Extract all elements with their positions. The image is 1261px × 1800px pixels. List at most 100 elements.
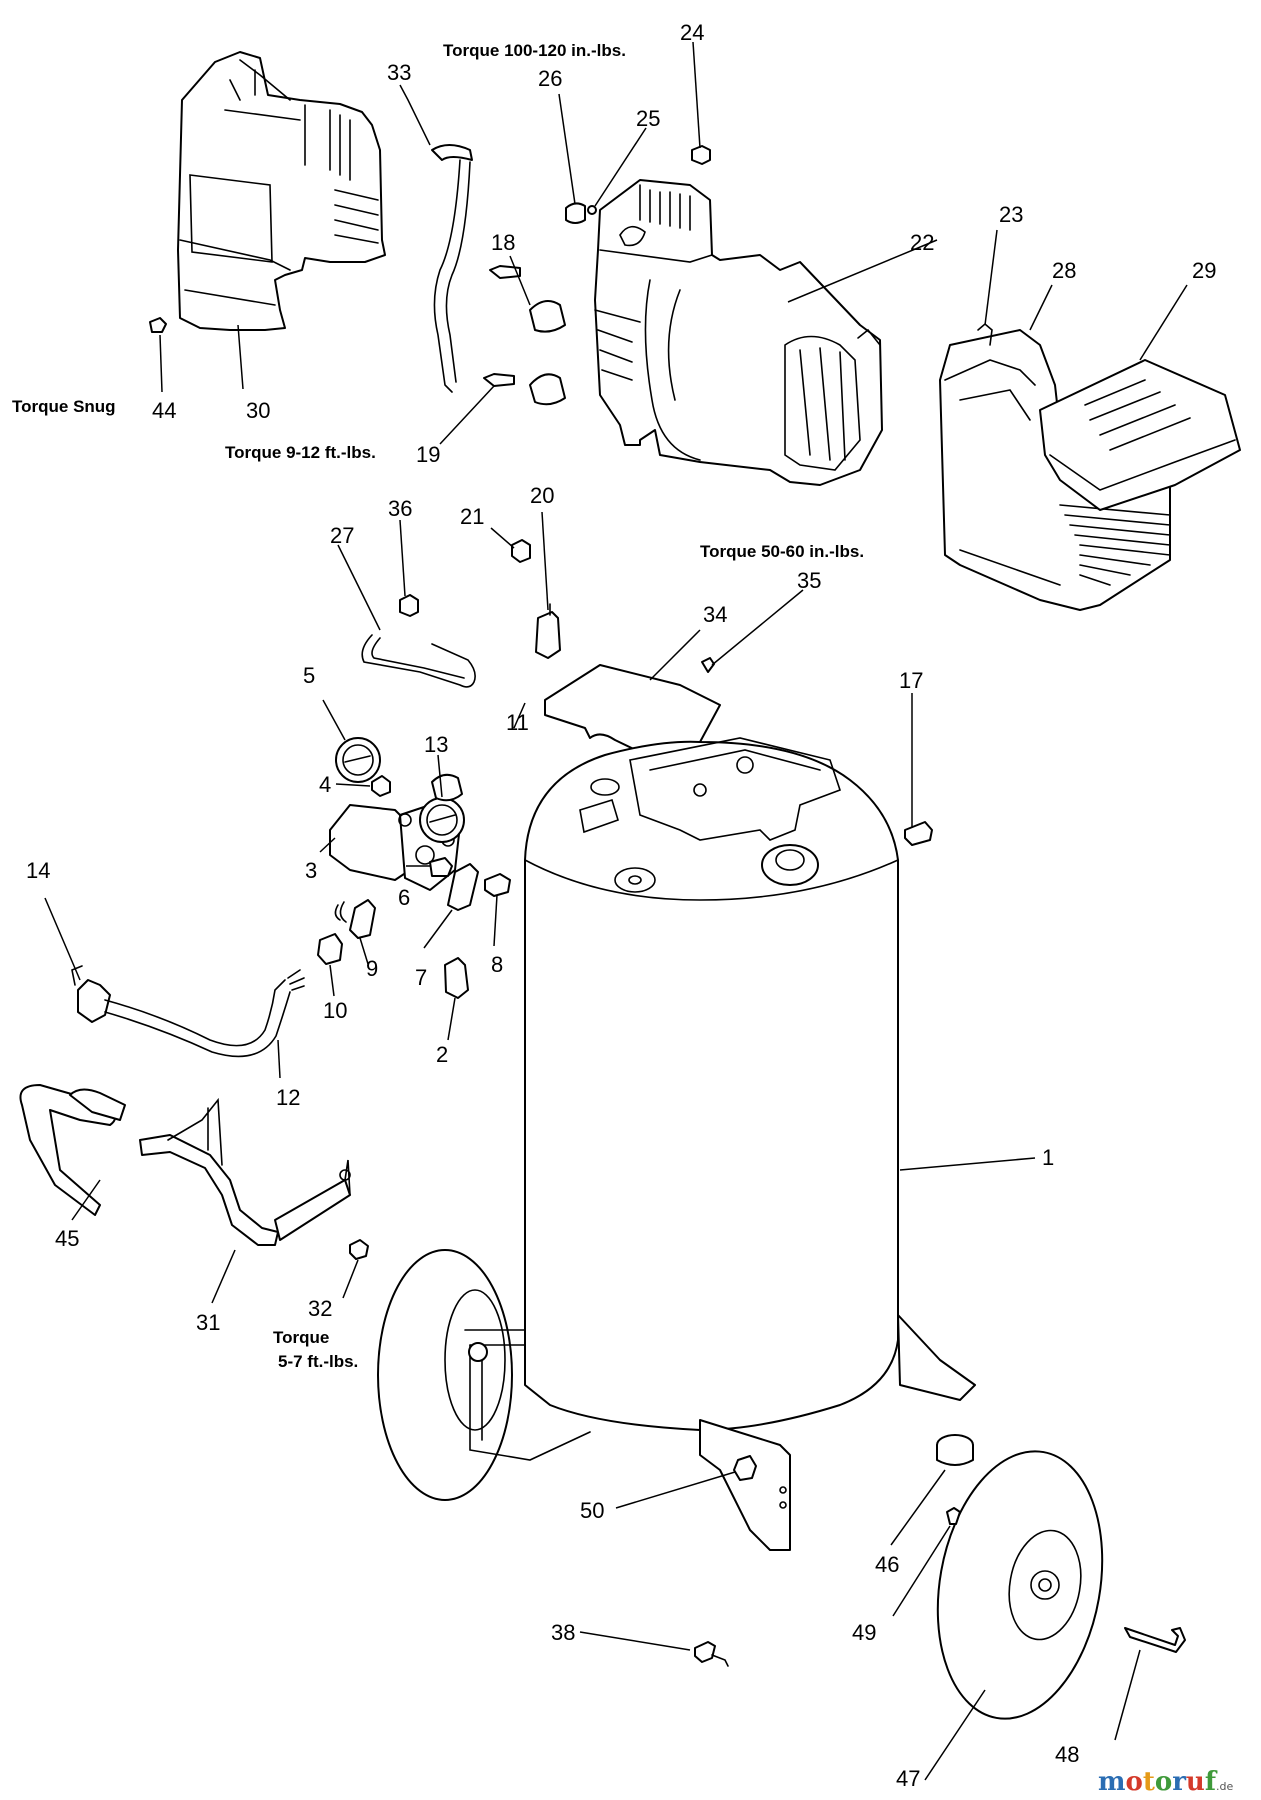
part-26-fitting (565, 202, 586, 224)
part-44-screw (149, 317, 167, 333)
callout-24: 24 (680, 20, 704, 45)
callout-22: 22 (910, 230, 934, 255)
part-8-fitting (484, 873, 511, 897)
note-torque-100-120: Torque 100-120 in.-lbs. (443, 41, 626, 60)
part-5-gauge (335, 737, 381, 783)
callout-23: 23 (999, 202, 1023, 227)
callout-34: 34 (703, 602, 727, 627)
leader-lines (44, 41, 1188, 1781)
callout-19: 19 (416, 442, 440, 467)
tank-frame (464, 1314, 976, 1551)
part-30-shroud (177, 51, 386, 331)
part-18-mount (529, 300, 566, 406)
part-48-axle-bolt (1124, 1627, 1186, 1653)
watermark-letter: t (1143, 1767, 1155, 1797)
watermark-letter: o (1126, 1767, 1143, 1797)
note-torque-snug: Torque Snug (12, 397, 116, 416)
part-46-foot (936, 1434, 974, 1466)
part-49-bolt (946, 1507, 961, 1525)
callout-12: 12 (276, 1085, 300, 1110)
part-6-fitting (429, 857, 453, 877)
callout-labels: 1 2 3 4 5 6 7 8 9 10 11 12 13 14 17 18 1… (26, 20, 1216, 1791)
callout-38: 38 (551, 1620, 575, 1645)
callout-35: 35 (797, 568, 821, 593)
part-33-hose (431, 144, 473, 393)
callout-45: 45 (55, 1226, 79, 1251)
callout-4: 4 (319, 772, 331, 797)
part-47-wheel (936, 1450, 1104, 1720)
watermark-letter: m (1098, 1767, 1126, 1797)
part-10-strain-relief (317, 933, 343, 965)
callout-3: 3 (305, 858, 317, 883)
callout-28: 28 (1052, 258, 1076, 283)
callout-50: 50 (580, 1498, 604, 1523)
watermark-logo: motoruf.de (1098, 1767, 1233, 1797)
part-17-pad (904, 821, 933, 846)
watermark-suffix: .de (1216, 1780, 1233, 1793)
callout-27: 27 (330, 523, 354, 548)
part-22-motor-pump (594, 179, 883, 486)
part-11-regulator-knob (431, 773, 463, 802)
part-27-tube (361, 634, 476, 688)
callout-14: 14 (26, 858, 50, 883)
part-7-coupler (447, 863, 479, 911)
part-31-handle (139, 1097, 351, 1246)
callout-32: 32 (308, 1296, 332, 1321)
callout-20: 20 (530, 483, 554, 508)
part-29-cover-lid (1039, 359, 1241, 511)
part-45-handle-grip (19, 1084, 126, 1216)
callout-9: 9 (366, 956, 378, 981)
part-14-plug (71, 965, 83, 986)
callout-6: 6 (398, 885, 410, 910)
callout-25: 25 (636, 106, 660, 131)
callout-18: 18 (491, 230, 515, 255)
part-20-safety-valve (535, 603, 561, 659)
part-19-bolt (483, 265, 521, 387)
watermark-letter: u (1186, 1767, 1205, 1797)
callout-7: 7 (415, 965, 427, 990)
callout-10: 10 (323, 998, 347, 1023)
callout-8: 8 (491, 952, 503, 977)
part-32-bolt (349, 1239, 369, 1260)
callout-1: 1 (1042, 1145, 1054, 1170)
torque-notes: Torque 100-120 in.-lbs. Torque Snug Torq… (12, 41, 864, 1371)
part-36-nut (399, 594, 419, 617)
callout-11: 11 (506, 710, 529, 735)
callout-49: 49 (852, 1620, 876, 1645)
callout-21: 21 (460, 504, 484, 529)
note-torque-5-7-line2: 5-7 ft.-lbs. (278, 1352, 358, 1371)
callout-48: 48 (1055, 1742, 1079, 1767)
watermark-text: motoruf.de (1098, 1767, 1233, 1797)
part-9-fitting (334, 899, 376, 939)
part-47-wheel-left (377, 1249, 513, 1501)
part-4-fitting (371, 775, 391, 797)
part-12-power-cord (77, 969, 305, 1058)
part-23-bracket (977, 322, 993, 346)
callout-2: 2 (436, 1042, 448, 1067)
callout-47: 47 (896, 1766, 920, 1791)
callout-44: 44 (152, 398, 176, 423)
callout-26: 26 (538, 66, 562, 91)
watermark-letter: o (1155, 1767, 1172, 1797)
callout-46: 46 (875, 1552, 899, 1577)
callout-30: 30 (246, 398, 270, 423)
part-1-tank (524, 737, 899, 1431)
callout-31: 31 (196, 1310, 220, 1335)
note-torque-5-7-line1: Torque (273, 1328, 329, 1347)
callout-33: 33 (387, 60, 411, 85)
part-34-plate (544, 664, 721, 761)
note-torque-50-60: Torque 50-60 in.-lbs. (700, 542, 864, 561)
callout-17: 17 (899, 668, 923, 693)
part-13-gauge (419, 797, 465, 843)
callout-13: 13 (424, 732, 448, 757)
note-torque-9-12: Torque 9-12 ft.-lbs. (225, 443, 376, 462)
callout-36: 36 (388, 496, 412, 521)
part-25-washer (587, 205, 597, 215)
part-21-fitting (511, 539, 531, 563)
part-2-check-valve (444, 957, 469, 999)
watermark-letter: f (1205, 1767, 1218, 1797)
callout-29: 29 (1192, 258, 1216, 283)
part-38-drain-valve (694, 1641, 729, 1667)
watermark-letter: r (1172, 1767, 1186, 1797)
